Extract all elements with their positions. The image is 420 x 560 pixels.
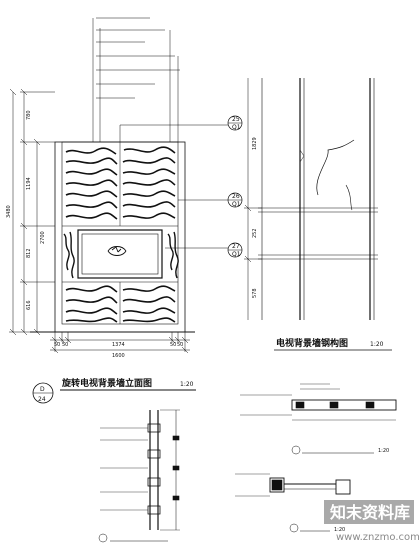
section-scale: 1:20: [370, 341, 384, 348]
width-dim-4: 50: [170, 342, 176, 348]
svg-text:26: 26: [232, 193, 240, 200]
width-dim-2: 50: [62, 342, 68, 348]
section-height-dim-3: 578: [252, 288, 258, 298]
main-title-tag: D 24: [32, 382, 54, 404]
watermark-cn: 知末资料库: [330, 503, 410, 522]
bottom-dimension-chain: [50, 332, 190, 354]
wood-grain-panel-middle-sides: [63, 231, 179, 279]
main-title: 旋转电视背景墙立面图: [61, 377, 152, 389]
main-title-scale: 1:20: [180, 381, 194, 388]
width-dim-5: 50: [177, 342, 183, 348]
detail-column-section: [100, 409, 180, 531]
svg-text:D: D: [40, 386, 45, 393]
detail-lower-section: [235, 473, 351, 497]
detail-plan-section: [240, 383, 397, 421]
mid-height-dim: 2700: [40, 231, 46, 244]
watermark-en: www.znzmo.com: [336, 532, 420, 543]
height-dim-812: 812: [26, 248, 32, 258]
width-dim-3: 1374: [112, 342, 125, 348]
detail-lower-scale: 1:20: [334, 527, 345, 533]
elevation-drawing: [9, 17, 228, 354]
detail-lower-title: [289, 523, 330, 533]
left-dimension-chain: [9, 88, 55, 336]
detail-plan-title: [291, 445, 374, 455]
height-dim-1194: 1194: [26, 177, 32, 190]
detail-column-title: [98, 533, 168, 543]
svg-text:Q1: Q1: [232, 124, 241, 131]
tv-logo-icon: [107, 246, 127, 256]
height-dim-616: 616: [26, 300, 32, 310]
watermark: 知末资料库 www.znzmo.com: [324, 500, 420, 543]
svg-text:25: 25: [232, 116, 240, 123]
detail-plan-scale: 1:20: [378, 448, 389, 454]
detail-tag-3: 27 Q1: [227, 242, 243, 258]
height-dim-780: 780: [26, 110, 32, 120]
svg-text:Q1: Q1: [232, 201, 241, 208]
detail-tag-2: 26 Q1: [227, 192, 243, 208]
detail-tag-leaders: [119, 124, 228, 249]
section-height-dim-1: 1829: [252, 137, 258, 150]
steel-section-drawing: [244, 78, 378, 320]
wood-grain-panel-lower: [65, 285, 176, 323]
section-title: 电视背景墙钢构图: [276, 337, 348, 349]
width-dim-1: 50: [54, 342, 60, 348]
detail-tag-1: 25 Q1: [227, 115, 243, 131]
svg-text:Q1: Q1: [232, 251, 241, 258]
tv-screen-inner: [81, 233, 159, 275]
total-height-dim: 3480: [6, 205, 12, 218]
total-width-dim: 1600: [112, 353, 125, 359]
section-height-dim-2: 252: [252, 228, 258, 238]
svg-text:27: 27: [232, 243, 240, 250]
wood-grain-panel-upper: [65, 146, 176, 220]
annotation-leaders: [92, 17, 180, 142]
svg-text:24: 24: [38, 396, 46, 403]
steel-note-curve: [316, 139, 355, 196]
